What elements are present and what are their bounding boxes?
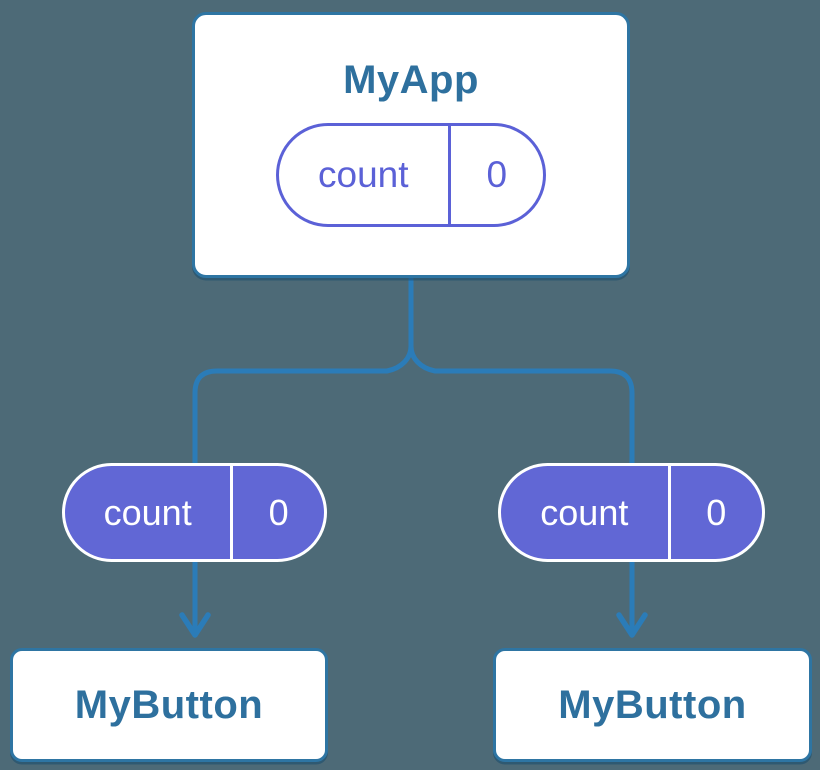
node-mybutton-left-title: MyButton	[74, 682, 264, 727]
state-pill-value: 0	[486, 154, 508, 195]
node-myapp-title: MyApp	[343, 58, 479, 102]
node-myapp-card: MyApp count 0	[192, 12, 630, 278]
state-pill-name: count	[279, 126, 451, 224]
prop-pill-right-value: 0	[706, 491, 727, 533]
prop-pill-left: count 0	[62, 463, 327, 562]
prop-pill-right-name: count	[501, 466, 671, 559]
node-mybutton-right-title: MyButton	[558, 682, 747, 727]
prop-pill-right: count 0	[498, 463, 765, 562]
node-mybutton-right-card: MyButton	[493, 648, 812, 762]
arrowhead-right-icon	[616, 612, 648, 638]
state-pill: count 0	[276, 123, 546, 227]
branch-left-line	[192, 276, 414, 634]
node-mybutton-left-card: MyButton	[10, 648, 328, 762]
prop-pill-left-value: 0	[268, 491, 289, 533]
prop-pill-left-name: count	[65, 466, 234, 559]
branch-right-line	[408, 343, 635, 634]
arrowhead-left-icon	[179, 612, 211, 638]
